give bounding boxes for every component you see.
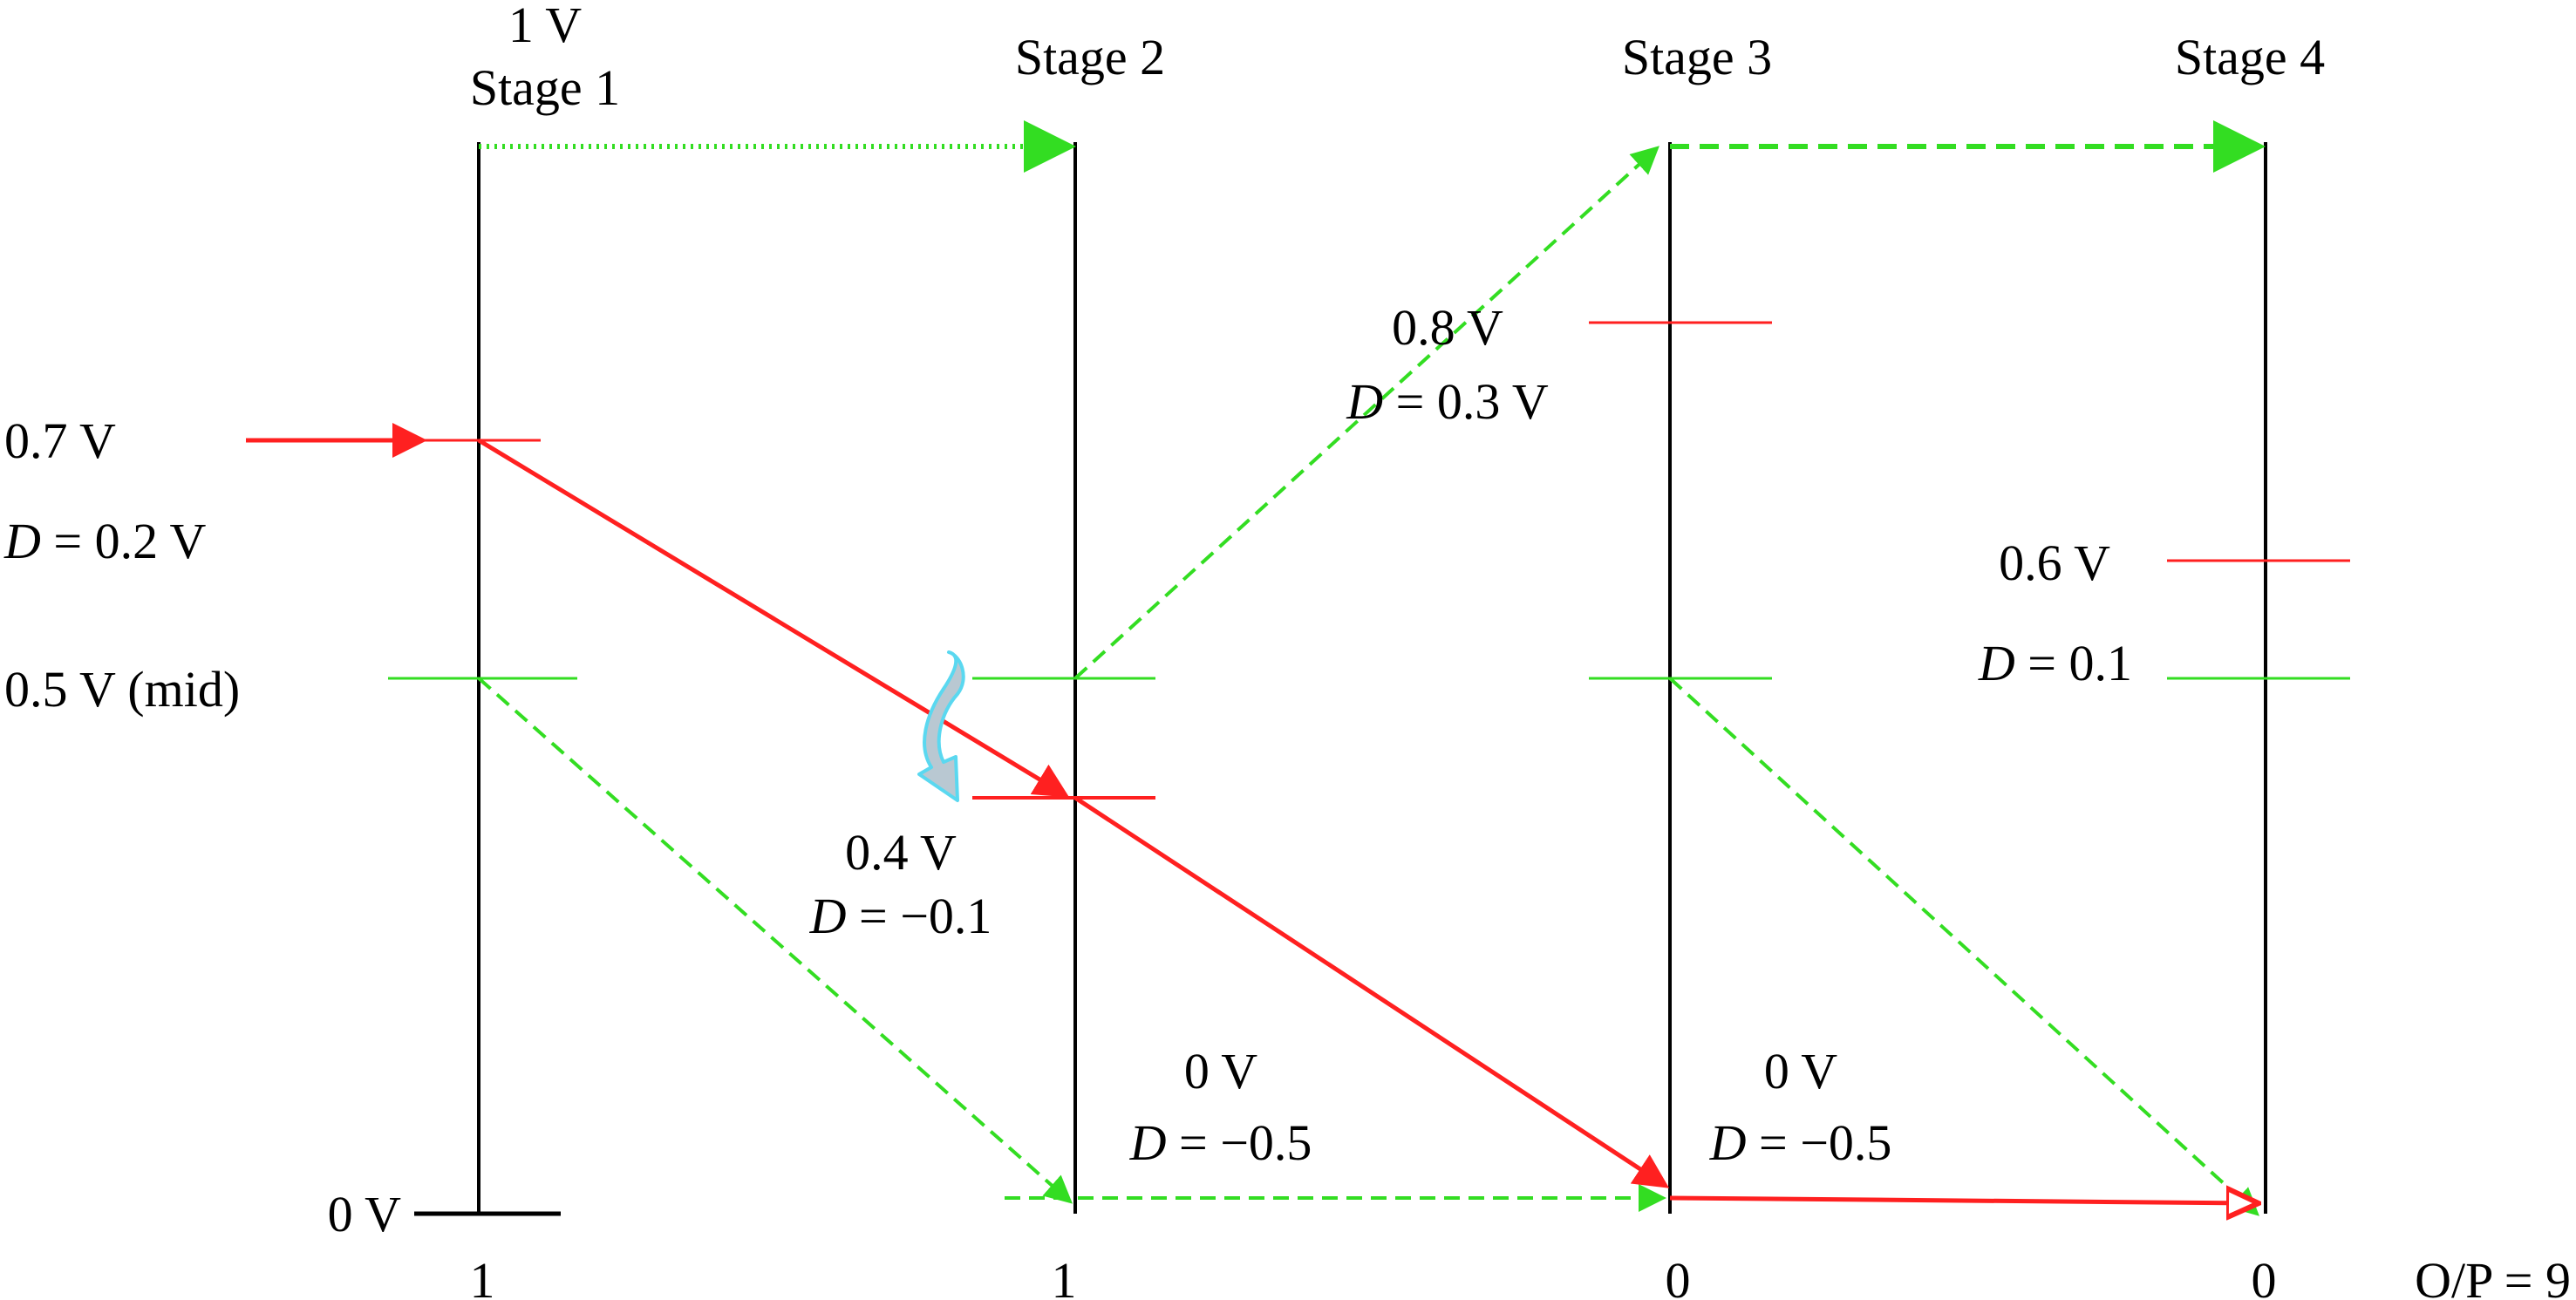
- stage-1-bit: 1: [470, 1252, 495, 1300]
- stage-4-bit: 0: [2252, 1252, 2277, 1300]
- signal-stage-2-to-3: [1073, 795, 1670, 1188]
- signal-stage-1-to-2: [477, 438, 1070, 798]
- stage-3-label: Stage 3: [1622, 29, 1772, 85]
- stage-3-to-4-falling-arrow: [1668, 677, 2259, 1216]
- curved-swap-arrow-icon: [917, 650, 965, 802]
- stage-2-residue-difference: D = −0.1: [809, 888, 992, 944]
- stage-2-low-value: 0 V: [1184, 1043, 1257, 1099]
- stage-2-label: Stage 2: [1015, 29, 1165, 85]
- stage-2-to-3-rising-arrow: [1073, 146, 1659, 680]
- stage-2-low-difference: D = −0.5: [1129, 1114, 1312, 1171]
- stage-4-label: Stage 4: [2175, 29, 2325, 85]
- stage-3-low-difference: D = −0.5: [1709, 1114, 1892, 1171]
- stage-1-label: Stage 1: [470, 59, 620, 116]
- stage-1-top-label: 1 V: [508, 0, 582, 53]
- stage-3-residue-difference: D = 0.3 V: [1346, 373, 1549, 430]
- stage-2-bit: 1: [1052, 1252, 1077, 1300]
- signal-stage-3-to-4: [1669, 1198, 2257, 1203]
- stage-4-residue-difference: D = 0.1: [1978, 635, 2132, 691]
- input-difference-label: D = 0.2 V: [3, 513, 207, 569]
- output-value: O/P = 9: [2415, 1252, 2571, 1300]
- stage-2-residue-value: 0.4 V: [845, 824, 957, 881]
- stage-3-bit: 0: [1666, 1252, 1691, 1300]
- stage-3-low-value: 0 V: [1764, 1043, 1837, 1099]
- zero-volt-label: 0 V: [328, 1186, 401, 1242]
- stage-1-to-2-falling-arrow: [477, 677, 1073, 1204]
- mid-reference-label: 0.5 V (mid): [4, 661, 240, 718]
- stage-3-residue-value: 0.8 V: [1392, 299, 1503, 356]
- input-voltage-label: 0.7 V: [4, 412, 116, 469]
- stage-4-residue-value: 0.6 V: [1999, 534, 2110, 591]
